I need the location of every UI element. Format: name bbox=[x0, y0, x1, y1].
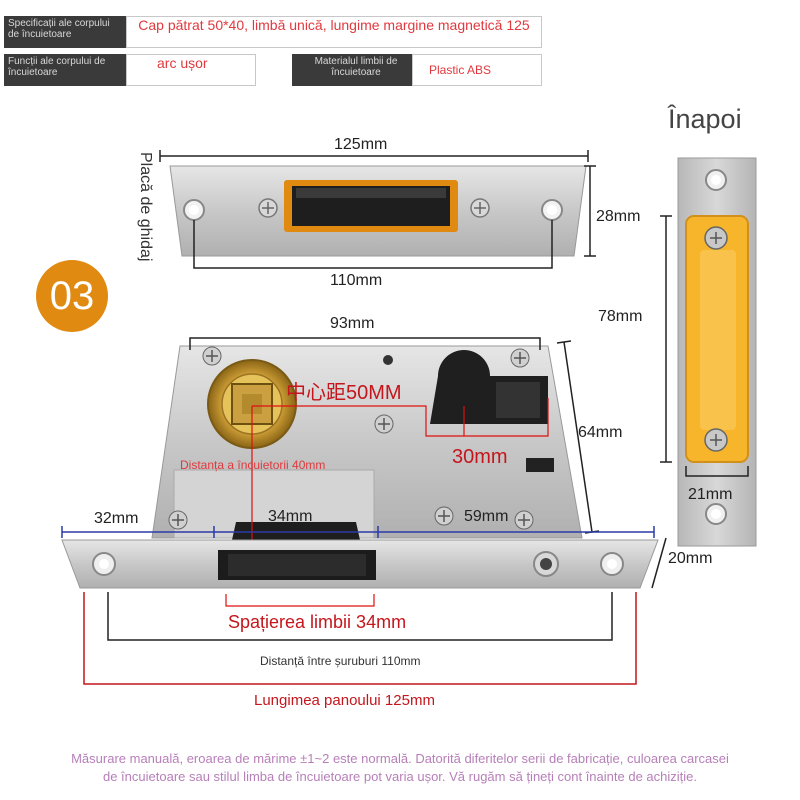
dim-top-width: 125mm bbox=[334, 136, 388, 153]
guide-plate-label: Placă de ghidaj bbox=[137, 152, 154, 262]
dim-back-height: 78mm bbox=[598, 308, 643, 325]
dim-body-width: 93mm bbox=[330, 315, 375, 332]
step-badge bbox=[36, 260, 108, 332]
dim-back-width: 21mm bbox=[688, 486, 733, 503]
dim-body-height: 64mm bbox=[578, 424, 623, 441]
dim-face-height: 20mm bbox=[668, 550, 713, 567]
spec-value-lock-body: Cap pătrat 50*40, limbă unică, lungime m… bbox=[126, 16, 542, 48]
dim-tongue-spacing: Spațierea limbii 34mm bbox=[228, 612, 407, 632]
spec-label-lock-body: Specificații ale corpului de încuietoare bbox=[4, 16, 126, 48]
dim-right: 59mm bbox=[464, 508, 509, 525]
dim-middle: 34mm bbox=[268, 508, 313, 525]
dim-offset: 30mm bbox=[452, 446, 508, 468]
strike-plate bbox=[159, 150, 596, 269]
dim-top-hole: 110mm bbox=[330, 272, 383, 289]
dim-left: 32mm bbox=[94, 510, 139, 527]
footer-note-line1: Măsurare manuală, eroarea de mărime ±1~2… bbox=[71, 751, 729, 766]
dim-panel-length: Lungimea panoului 125mm bbox=[254, 692, 435, 709]
dim-screw-distance: Distanță între șuruburi 110mm bbox=[260, 654, 421, 668]
back-plate bbox=[660, 157, 757, 547]
step-badge-label: 03 bbox=[49, 274, 95, 318]
lock-body bbox=[151, 337, 600, 547]
face-plate bbox=[61, 526, 667, 685]
dim-center-distance: 中心距50MM bbox=[286, 382, 402, 404]
dim-top-height: 28mm bbox=[596, 208, 641, 225]
spec-label-functions: Funcții ale corpului de încuietoare bbox=[4, 54, 126, 86]
spec-value-tongue-material: Plastic ABS bbox=[412, 54, 542, 86]
footer-note-line2: de încuietoare sau stilul limba de încui… bbox=[102, 769, 697, 784]
dim-lock-distance: Distanța a încuietorii 40mm bbox=[180, 458, 326, 472]
back-view-label: Înapoi bbox=[668, 104, 742, 134]
spec-label-tongue-material: Materialul limbii de încuietoare bbox=[292, 54, 412, 86]
spec-value-functions: arc ușor bbox=[126, 54, 256, 86]
